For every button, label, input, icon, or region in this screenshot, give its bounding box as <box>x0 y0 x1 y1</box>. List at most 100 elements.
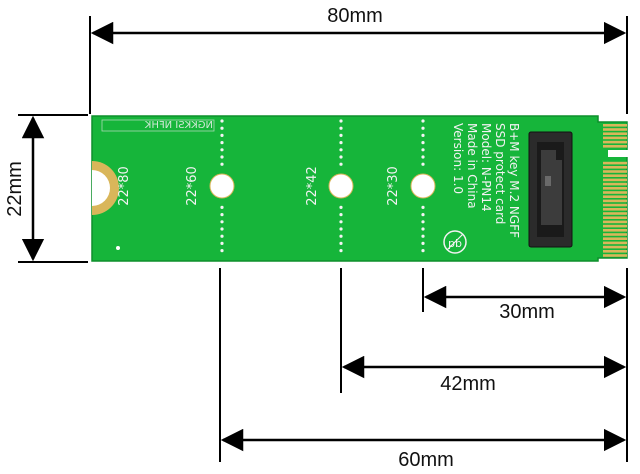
silkscreen-line-2: SSD protect card <box>493 123 507 224</box>
brand-mark: NGKKSI NFHK <box>144 120 213 131</box>
trace-dot <box>339 162 343 166</box>
gold-finger <box>603 241 627 245</box>
gold-finger <box>603 136 627 140</box>
pcb-body <box>91 115 628 262</box>
trace-dot <box>421 126 425 130</box>
trace-dot <box>421 155 425 159</box>
trace-dot <box>220 213 224 217</box>
mount-label-22x42: 22*42 <box>305 166 320 206</box>
pb-free-logo-icon: pb <box>443 230 467 254</box>
mount-hole-60 <box>209 173 235 199</box>
trace-dot <box>421 148 425 152</box>
dimension-label-22mm: 22mm <box>4 161 26 217</box>
silkscreen-line-4: Made in China <box>465 123 479 209</box>
trace-dot <box>220 148 224 152</box>
gold-finger <box>603 145 627 148</box>
mount-pad-80 <box>92 161 119 215</box>
gold-finger <box>603 245 627 249</box>
trace-dot <box>421 119 425 123</box>
gold-finger <box>603 132 627 135</box>
gold-finger <box>603 124 627 127</box>
gold-finger <box>603 208 627 211</box>
trace-dot <box>339 141 343 145</box>
gold-finger <box>603 140 627 144</box>
mount-label-22x80: 22*80 <box>117 166 132 206</box>
trace-dot <box>220 234 224 238</box>
gold-finger <box>603 233 627 236</box>
dotted-trace-columns <box>220 119 425 253</box>
trace-dot <box>220 227 224 231</box>
trace-dot <box>421 133 425 137</box>
trace-dot <box>220 162 224 166</box>
dimension-label-80mm: 80mm <box>327 5 383 27</box>
gold-finger <box>603 161 627 165</box>
trace-dot <box>220 249 224 253</box>
trace-dot <box>339 126 343 130</box>
gold-finger <box>603 166 627 169</box>
gold-finger <box>603 187 627 190</box>
trace-dot <box>220 119 224 123</box>
mount-label-22x30: 22*30 <box>386 166 401 206</box>
gold-finger <box>603 254 627 257</box>
trace-dot <box>421 141 425 145</box>
silkscreen-line-1: B+M key M.2 NGFF <box>507 123 521 238</box>
dimension-30mm: 30mm <box>423 285 627 323</box>
trace-dot <box>220 205 224 209</box>
gold-finger <box>603 170 627 173</box>
trace-dot <box>421 220 425 224</box>
gold-finger <box>603 128 627 131</box>
dimension-22mm: 22mm <box>4 114 88 263</box>
gold-finger <box>603 224 627 228</box>
brand-mark-frame <box>101 119 215 132</box>
gold-finger <box>603 220 627 224</box>
trace-dot <box>339 227 343 231</box>
trace-dot <box>421 162 425 166</box>
trace-dot <box>421 241 425 245</box>
gold-finger <box>603 182 627 186</box>
via-dot <box>116 246 120 250</box>
mount-label-22x60: 22*60 <box>185 166 200 206</box>
silkscreen-block: B+M key M.2 NGFF SSD protect card Model:… <box>451 123 521 238</box>
dimension-60mm: 60mm <box>220 428 627 471</box>
gold-finger <box>603 174 627 177</box>
gold-finger <box>603 178 627 182</box>
trace-dot <box>339 213 343 217</box>
trace-dot <box>220 133 224 137</box>
dimension-42mm: 42mm <box>341 355 627 395</box>
trace-dot <box>220 241 224 245</box>
trace-dot <box>339 234 343 238</box>
silkscreen-line-3: Model: N-PN14 <box>479 123 493 212</box>
trace-dot <box>339 241 343 245</box>
trace-dot <box>339 148 343 152</box>
trace-dot <box>339 249 343 253</box>
key-notch <box>608 150 628 157</box>
svg-text:pb: pb <box>448 237 462 250</box>
gold-finger <box>603 216 627 219</box>
dimension-label-60mm: 60mm <box>398 449 454 471</box>
gold-finger <box>603 237 627 240</box>
trace-dot <box>421 205 425 209</box>
dimension-label-42mm: 42mm <box>440 373 496 395</box>
trace-dot <box>220 155 224 159</box>
trace-dot <box>339 133 343 137</box>
trace-dot <box>339 155 343 159</box>
trace-dot <box>421 249 425 253</box>
trace-dot <box>220 220 224 224</box>
pcb-board: NGKKSI NFHK 22*80 22*60 22*42 22*30 B+M … <box>91 115 628 262</box>
dimension-label-30mm: 30mm <box>499 301 555 323</box>
gold-finger <box>603 203 627 207</box>
trace-dot <box>421 234 425 238</box>
mount-hole-42 <box>328 173 354 199</box>
gold-finger <box>603 195 627 198</box>
gold-finger <box>603 199 627 203</box>
gold-finger <box>603 212 627 215</box>
trace-dot <box>421 213 425 217</box>
gold-finger <box>603 229 627 232</box>
mount-hole-30 <box>410 173 436 199</box>
trace-dot <box>220 141 224 145</box>
gold-finger <box>603 191 627 194</box>
gold-finger <box>603 250 627 253</box>
trace-dot <box>220 126 224 130</box>
sata-connector <box>528 131 573 248</box>
